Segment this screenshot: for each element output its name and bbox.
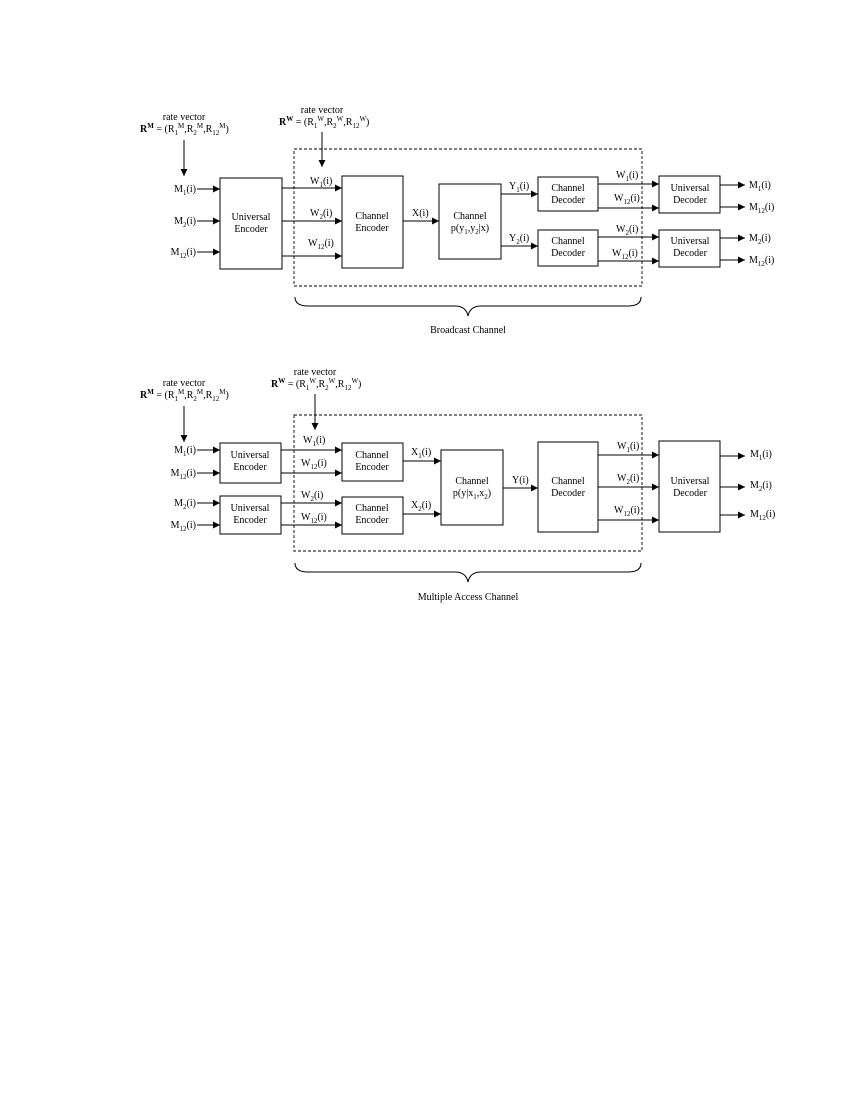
svg-text:Decoder: Decoder <box>673 195 708 206</box>
svg-text:Encoder: Encoder <box>355 223 389 234</box>
signal-y1-label: Y1(i) <box>509 181 529 194</box>
rate-vector-formula: RM = (R1M,R2M,R12M) <box>140 388 229 403</box>
svg-text:p(y|x1,x2): p(y|x1,x2) <box>453 488 491 501</box>
svg-text:Encoder: Encoder <box>355 515 389 526</box>
broadcast-caption: Broadcast Channel <box>430 325 506 336</box>
signal-w2-label: W2(i) <box>301 490 323 503</box>
rate-vector-w: rate vector RW = (R1W,R2W,R12W) <box>271 367 361 392</box>
output-m2-label: M2(i) <box>750 480 772 493</box>
signal-w1-label: W1(i) <box>310 176 332 189</box>
output-m12-label: M12(i) <box>749 202 774 215</box>
output-m1-label: M1(i) <box>749 180 771 193</box>
svg-text:Channel: Channel <box>355 450 389 461</box>
rate-vector-m: rate vector RM = (R1M,R2M,R12M) <box>140 112 229 137</box>
rate-vector-m: rate vector RM = (R1M,R2M,R12M) <box>140 378 229 403</box>
signal-m12-label: M12(i) <box>171 247 196 260</box>
output-m1-label: M1(i) <box>750 449 772 462</box>
signal-y-label: Y(i) <box>512 475 529 486</box>
svg-text:Channel: Channel <box>455 476 489 487</box>
svg-text:p(y1,y2|x): p(y1,y2|x) <box>451 223 489 236</box>
svg-text:Channel: Channel <box>453 211 487 222</box>
output-m12-label: M12(i) <box>750 509 775 522</box>
channel-encoder-box: Channel Encoder <box>341 175 404 269</box>
broadcast-brace <box>294 296 642 317</box>
signal-x-label: X(i) <box>412 208 429 219</box>
signal-m2-label: M2(i) <box>174 216 196 229</box>
svg-text:Channel: Channel <box>355 211 389 222</box>
universal-decoder-box: Universal Decoder <box>658 440 721 533</box>
svg-text:Universal: Universal <box>671 476 710 487</box>
output-m12-label: M12(i) <box>749 255 774 268</box>
signal-m1-label: M1(i) <box>174 184 196 197</box>
channel-box: Channel p(y1,y2|x) <box>438 183 502 260</box>
svg-text:Encoder: Encoder <box>233 515 267 526</box>
rate-vector-heading: rate vector <box>294 367 337 378</box>
svg-text:Decoder: Decoder <box>673 248 708 259</box>
mac-brace <box>294 562 642 583</box>
universal-decoder-box-2: Universal Decoder <box>658 229 721 268</box>
svg-text:Channel: Channel <box>551 183 585 194</box>
signal-w12-label: W12(i) <box>308 238 334 251</box>
signal-d2-w12-label: W12(i) <box>612 248 638 261</box>
mac-diagram: rate vector RM = (R1M,R2M,R12M) rate vec… <box>140 367 775 603</box>
mac-channel-region <box>293 414 643 552</box>
signal-d1-w12-label: W12(i) <box>614 193 640 206</box>
signal-dw2-label: W2(i) <box>617 473 639 486</box>
rate-vector-heading: rate vector <box>163 378 206 389</box>
svg-text:Universal: Universal <box>232 212 271 223</box>
rate-vector-w: rate vector RW = (R1W,R2W,R12W) <box>279 105 369 130</box>
signal-x2-label: X2(i) <box>411 500 431 513</box>
signal-w1-label: W1(i) <box>303 435 325 448</box>
rate-vector-heading: rate vector <box>301 105 344 116</box>
svg-text:Universal: Universal <box>671 183 710 194</box>
channel-decoder-box-2: Channel Decoder <box>537 229 599 267</box>
svg-text:Universal: Universal <box>231 450 270 461</box>
svg-text:Universal: Universal <box>231 503 270 514</box>
rate-vector-heading: rate vector <box>163 112 206 123</box>
rate-vector-formula: RW = (R1W,R2W,R12W) <box>279 115 369 130</box>
signal-y2-label: Y2(i) <box>509 233 529 246</box>
channel-encoder-box-1: Channel Encoder <box>341 442 404 482</box>
mac-caption: Multiple Access Channel <box>418 592 519 603</box>
signal-w12b-label: W12(i) <box>301 512 327 525</box>
signal-dw1-label: W1(i) <box>617 441 639 454</box>
rate-vector-formula: RM = (R1M,R2M,R12M) <box>140 122 229 137</box>
output-m2-label: M2(i) <box>749 233 771 246</box>
svg-text:Decoder: Decoder <box>551 248 586 259</box>
broadcast-diagram: rate vector RM = (R1M,R2M,R12M) rate vec… <box>140 105 774 336</box>
svg-text:Channel: Channel <box>551 236 585 247</box>
signal-w12a-label: W12(i) <box>301 458 327 471</box>
signal-m1-label: M1(i) <box>174 445 196 458</box>
signal-d2-w2-label: W2(i) <box>616 224 638 237</box>
channel-decoder-box: Channel Decoder <box>537 441 599 533</box>
signal-w2-label: W2(i) <box>310 208 332 221</box>
svg-text:Decoder: Decoder <box>551 195 586 206</box>
signal-m12-label: M12(i) <box>171 520 196 533</box>
rate-vector-formula: RW = (R1W,R2W,R12W) <box>271 377 361 392</box>
channel-encoder-box-2: Channel Encoder <box>341 496 404 535</box>
svg-text:Decoder: Decoder <box>673 488 708 499</box>
universal-encoder-box: Universal Encoder <box>219 177 283 270</box>
svg-text:Universal: Universal <box>671 236 710 247</box>
universal-encoder-box-2: Universal Encoder <box>219 495 282 535</box>
signal-m2-label: M2(i) <box>174 498 196 511</box>
broadcast-channel-region <box>293 148 643 287</box>
signal-m12-label: M12(i) <box>171 468 196 481</box>
signal-dw12-label: W12(i) <box>614 505 640 518</box>
svg-text:Encoder: Encoder <box>355 462 389 473</box>
svg-text:Encoder: Encoder <box>233 462 267 473</box>
svg-text:Encoder: Encoder <box>234 224 268 235</box>
svg-text:Decoder: Decoder <box>551 488 586 499</box>
signal-x1-label: X1(i) <box>411 447 431 460</box>
universal-decoder-box-1: Universal Decoder <box>658 175 721 214</box>
svg-text:Channel: Channel <box>355 503 389 514</box>
universal-encoder-box-1: Universal Encoder <box>219 442 282 484</box>
channel-box: Channel p(y|x1,x2) <box>440 449 504 526</box>
channel-decoder-box-1: Channel Decoder <box>537 176 599 212</box>
svg-text:Channel: Channel <box>551 476 585 487</box>
signal-d1-w1-label: W1(i) <box>616 170 638 183</box>
